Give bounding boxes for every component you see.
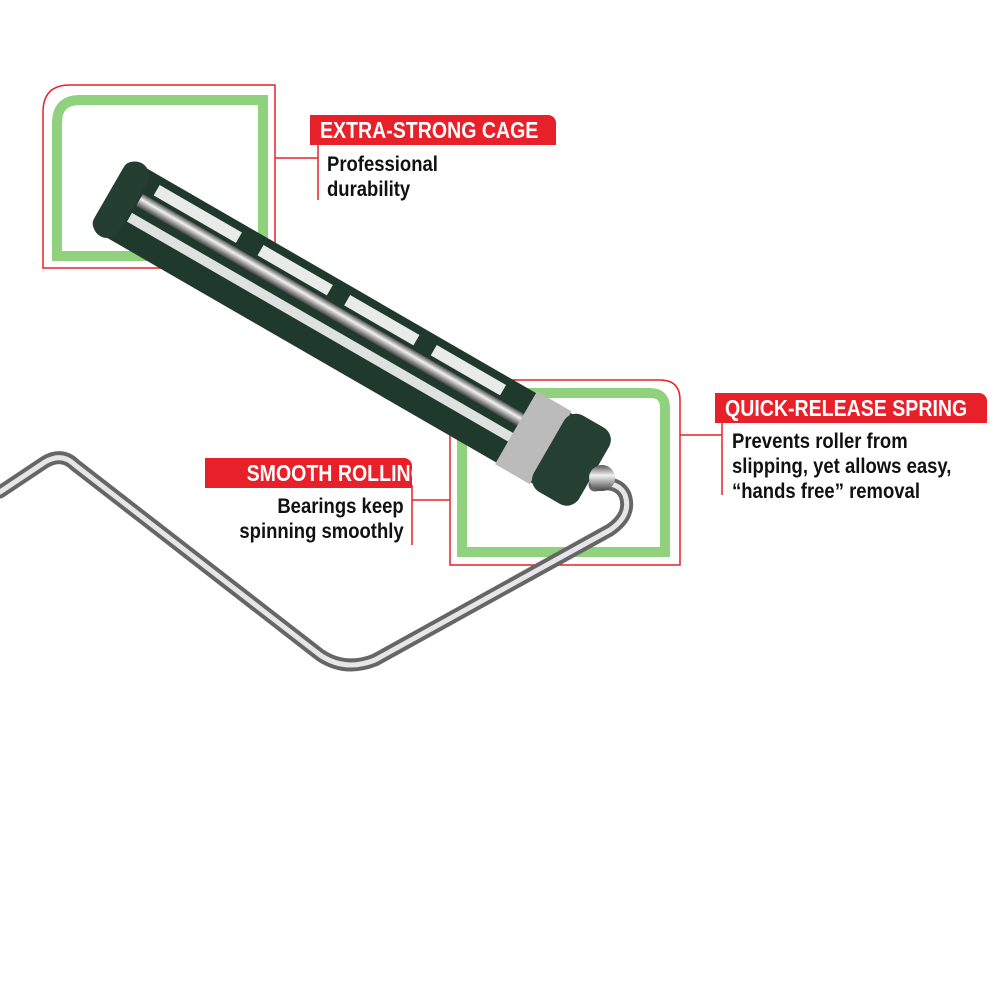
callout-title-cage: EXTRA-STRONG CAGE bbox=[310, 115, 556, 145]
callout-title-spring: QUICK-RELEASE SPRING bbox=[715, 393, 987, 423]
wire-frame bbox=[0, 451, 634, 672]
spring-callout-frame bbox=[449, 379, 723, 566]
rolling-callout-lines bbox=[411, 485, 450, 545]
axle-bearing bbox=[589, 465, 615, 491]
cage-callout-frame bbox=[42, 84, 319, 269]
roller-cage bbox=[92, 161, 611, 506]
callout-title-rolling: SMOOTH ROLLING bbox=[205, 458, 426, 488]
